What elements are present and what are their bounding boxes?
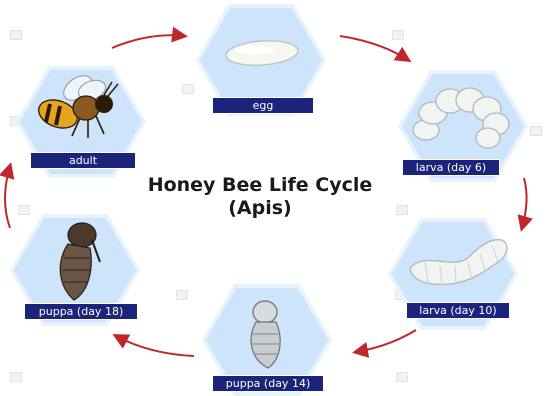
diagram-title: Honey Bee Life Cycle (Apis) [120, 174, 400, 220]
watermark-mark [176, 290, 188, 300]
arrow-adult-to-egg [112, 35, 184, 48]
arrow-larva-day10-to-puppa-day14 [356, 330, 416, 352]
watermark-mark [10, 30, 22, 40]
title-line-2: (Apis) [120, 197, 400, 220]
title-line-1: Honey Bee Life Cycle [120, 174, 400, 197]
egg-label: egg [212, 97, 314, 114]
watermark-mark [530, 126, 542, 136]
larva-day6-label: larva (day 6) [402, 159, 500, 176]
watermark-mark [396, 372, 408, 382]
adult-label: adult [30, 152, 136, 169]
puppa-day14-label: puppa (day 14) [212, 375, 324, 392]
watermark-mark [182, 84, 194, 94]
arrow-puppa-day14-to-puppa-day18 [116, 336, 194, 356]
puppa-day18-label: puppa (day 18) [24, 303, 138, 320]
arrow-puppa-day18-to-adult [5, 166, 10, 228]
watermark-mark [18, 205, 30, 215]
arrow-larva-day6-to-larva-day10 [522, 178, 527, 228]
watermark-mark [10, 372, 22, 382]
larva-day10-label: larva (day 10) [406, 302, 510, 319]
watermark-mark [392, 30, 404, 40]
